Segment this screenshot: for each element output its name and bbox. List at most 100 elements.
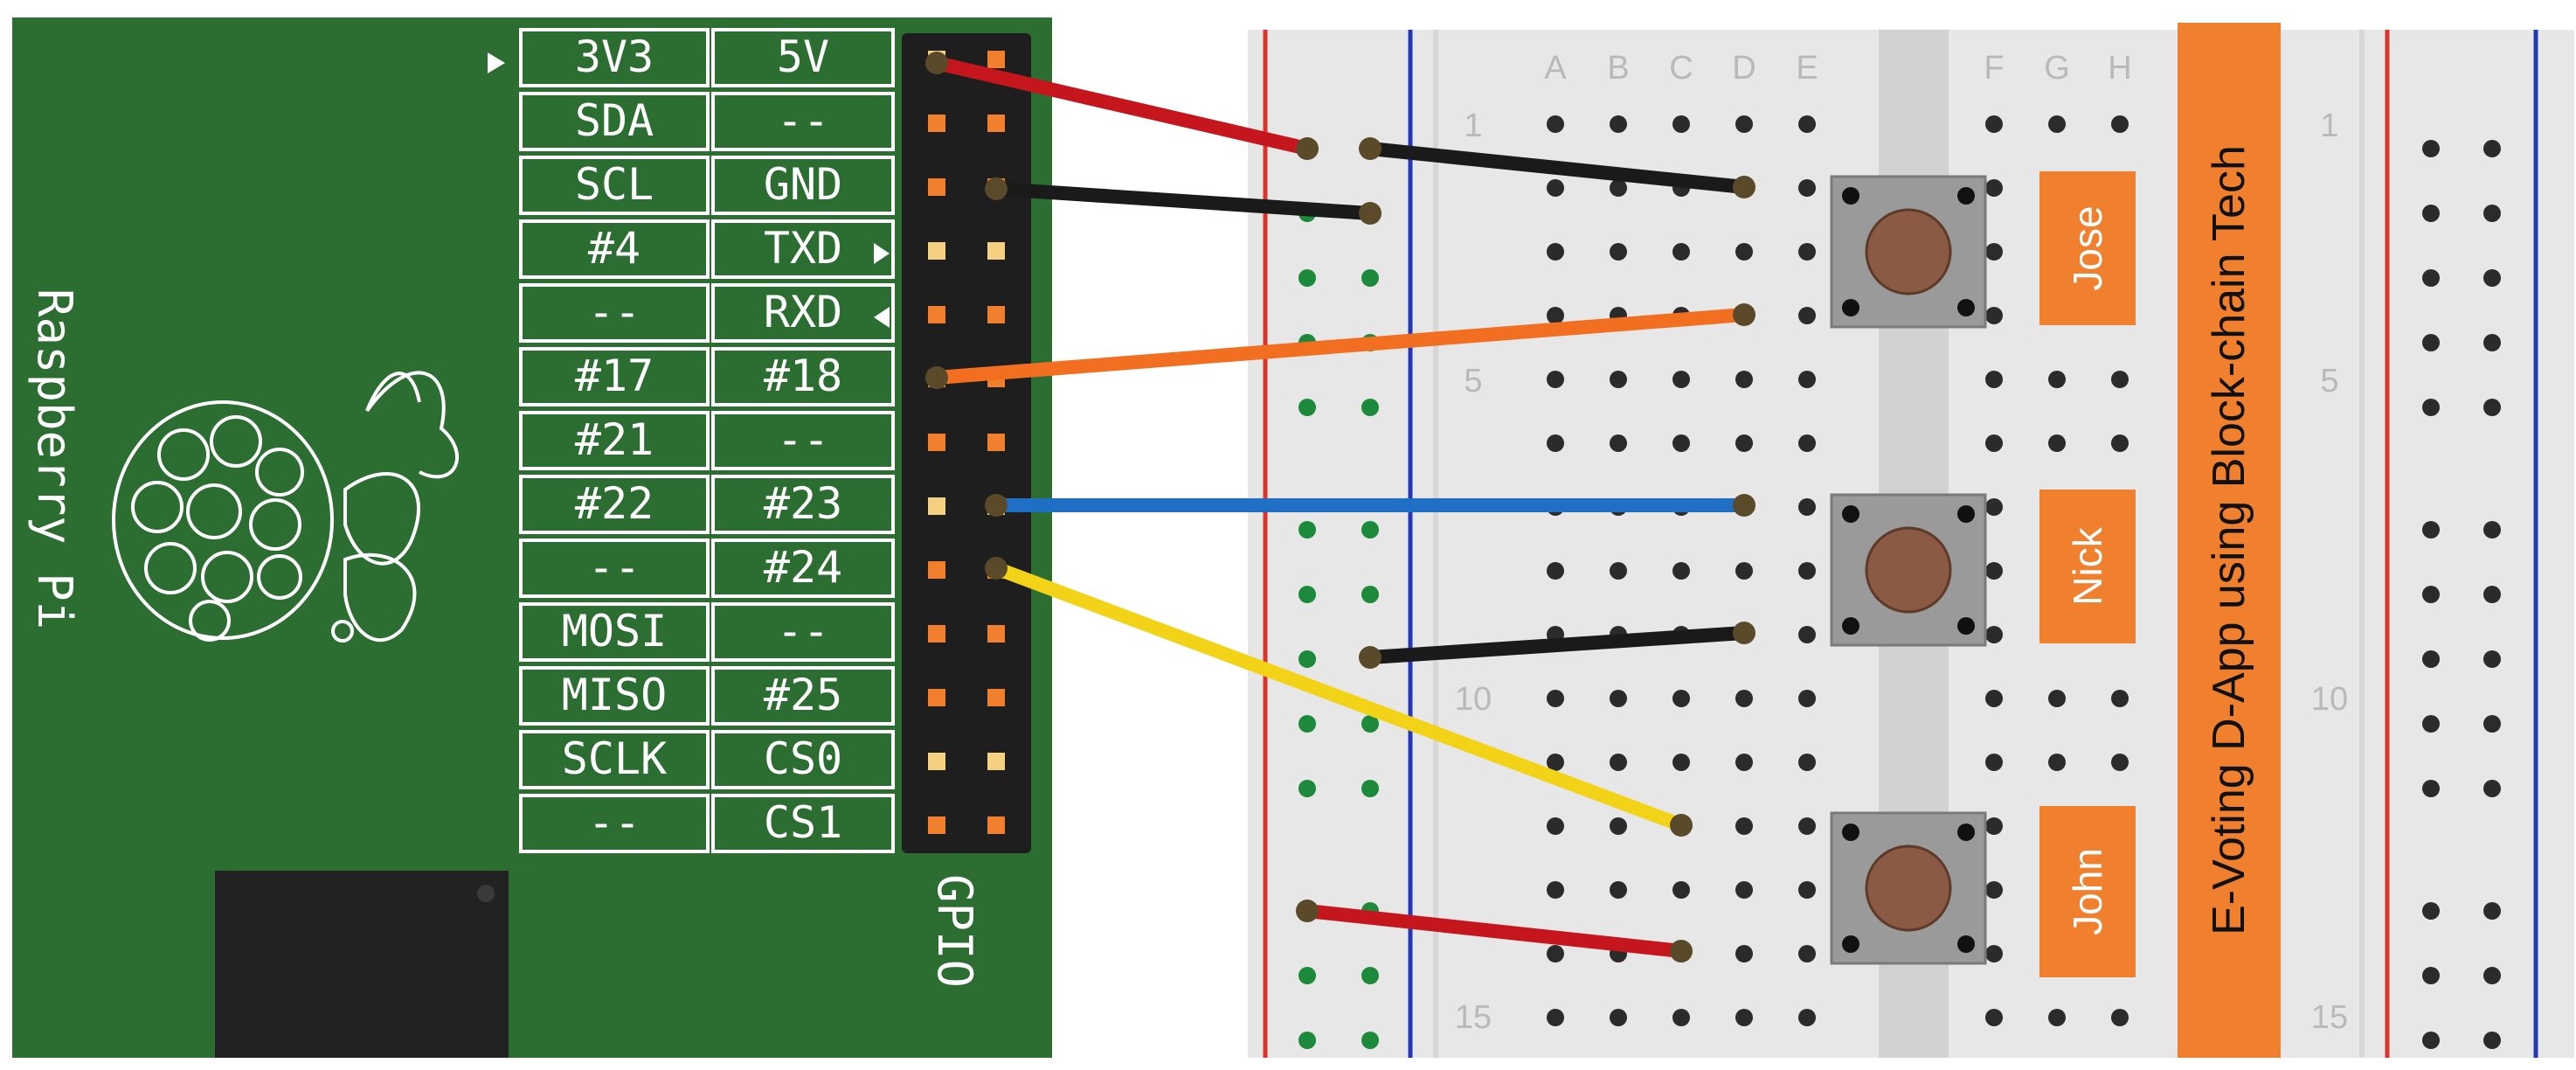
- wire-yellow-24: [989, 561, 1688, 832]
- gpio-pin: [987, 51, 1005, 68]
- pointer-arrow-icon: [488, 52, 505, 73]
- pin-cell-left: [519, 666, 710, 726]
- rail-hole: [1361, 780, 1379, 797]
- rail-hole: [1298, 586, 1316, 603]
- rail-hole: [2422, 140, 2440, 157]
- left-divider: [1433, 30, 1438, 1058]
- wire-end: [985, 177, 1008, 200]
- hole: [1798, 498, 1816, 516]
- rail-hole: [2483, 269, 2501, 287]
- rxd-arrow-icon: [874, 307, 890, 328]
- rail-hole: [2422, 269, 2440, 287]
- wire-red-5v: [930, 56, 1314, 156]
- pin-cell-right: [711, 156, 895, 215]
- push-button-john: [1830, 811, 1987, 965]
- hole: [1735, 1009, 1753, 1026]
- rail-hole: [2483, 715, 2501, 733]
- push-buttons: [1830, 175, 1987, 965]
- wire-end: [985, 494, 1008, 517]
- hole: [1610, 179, 1627, 197]
- rail-hole: [1298, 715, 1316, 733]
- hole: [1798, 307, 1816, 324]
- wire-end: [985, 557, 1008, 580]
- row-number: 1: [1464, 108, 1482, 144]
- row-number: 10: [1455, 681, 1492, 718]
- pin-cell-right: [711, 347, 895, 406]
- rail-hole: [1361, 1032, 1379, 1049]
- pin-label: #17: [575, 351, 654, 401]
- hole: [1798, 881, 1816, 899]
- hole: [1547, 945, 1564, 962]
- hole: [1610, 243, 1627, 261]
- pin-label: #4: [588, 223, 641, 274]
- pin-cell-left: [519, 283, 710, 343]
- hole: [1547, 434, 1564, 452]
- hole: [2111, 434, 2129, 452]
- hole: [1985, 371, 2003, 388]
- rail-hole: [1361, 521, 1379, 538]
- rail-hole: [2422, 205, 2440, 222]
- pin-cell-right: [711, 666, 895, 726]
- column-label: F: [1984, 50, 2004, 87]
- hole: [2111, 1009, 2129, 1026]
- column-label: H: [2108, 50, 2131, 87]
- hole: [1672, 754, 1690, 771]
- pin-label: TXD: [764, 223, 842, 274]
- hole: [1610, 1009, 1627, 1026]
- gpio-pin: [987, 625, 1005, 643]
- hole: [1672, 881, 1690, 899]
- gpio-pin: [928, 306, 945, 323]
- pin-label: #18: [764, 351, 842, 401]
- hole: [1672, 434, 1690, 452]
- rail-hole: [2483, 521, 2501, 538]
- gpio-pin: [928, 625, 945, 643]
- hole: [1985, 817, 2003, 835]
- hole: [1735, 371, 1753, 388]
- candidate-label-john: John: [2039, 806, 2136, 977]
- pin-label: #24: [764, 542, 842, 593]
- hole: [1985, 307, 2003, 324]
- row-number: 5: [1464, 363, 1482, 400]
- hole: [1798, 626, 1816, 643]
- pin-label: --: [777, 414, 829, 465]
- rail-hole: [1361, 967, 1379, 984]
- wire-end: [1296, 137, 1319, 160]
- hole: [1547, 690, 1564, 707]
- wire-end: [1359, 202, 1381, 225]
- hole: [2111, 754, 2129, 771]
- rail-hole: [1361, 715, 1379, 733]
- rail-hole: [2422, 586, 2440, 603]
- row-number: 15: [2311, 999, 2348, 1036]
- hole: [1610, 690, 1627, 707]
- pin-label: --: [777, 606, 829, 657]
- black-chip: [215, 871, 509, 1058]
- hole: [2111, 115, 2129, 133]
- column-label: C: [1669, 50, 1693, 87]
- gpio-pin: [928, 434, 945, 451]
- hole: [1610, 881, 1627, 899]
- rail-hole: [1298, 521, 1316, 538]
- hole: [1547, 115, 1564, 133]
- rail-hole: [2483, 902, 2501, 920]
- hole: [1798, 945, 1816, 962]
- hole: [1672, 371, 1690, 388]
- rail-hole: [2422, 334, 2440, 351]
- wire-end: [925, 366, 948, 389]
- rail-hole: [1298, 1032, 1316, 1049]
- hole: [1985, 243, 2003, 261]
- pin-label: #25: [764, 670, 842, 720]
- pin-cell-right: [711, 219, 895, 279]
- hole: [1547, 562, 1564, 580]
- hole: [1547, 817, 1564, 835]
- rail-hole: [2483, 650, 2501, 668]
- push-button-jose: [1830, 175, 1987, 329]
- candidate-name: John: [2065, 848, 2110, 935]
- title-banner: E-Voting D-App using Block-chain Tech: [2178, 23, 2281, 1058]
- hole: [1610, 754, 1627, 771]
- pin-label: #23: [764, 478, 842, 529]
- gpio-header: [902, 33, 1031, 853]
- wire-end: [1733, 176, 1755, 198]
- hole: [2048, 690, 2066, 707]
